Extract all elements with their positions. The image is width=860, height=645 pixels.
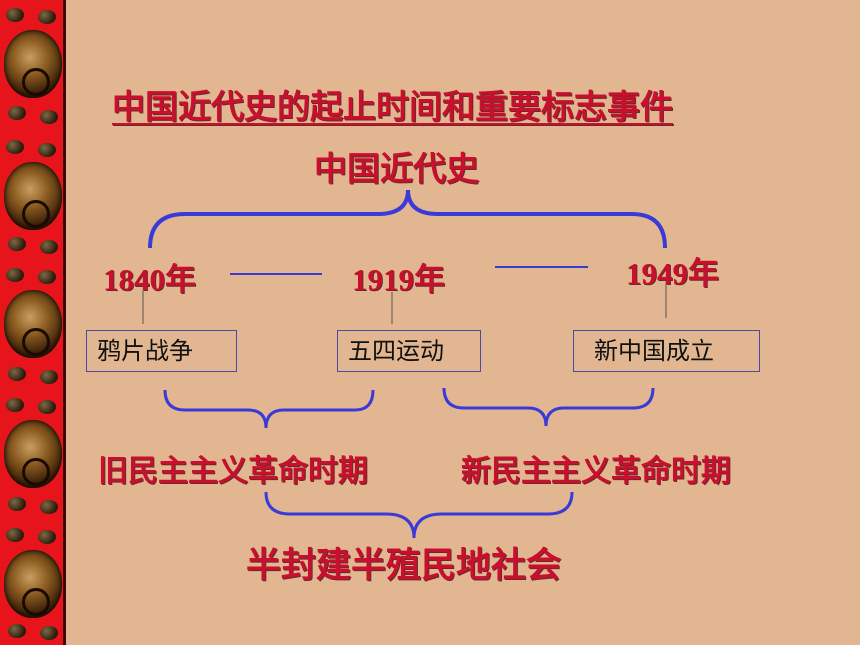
ornament-dot <box>40 240 58 254</box>
ornament-dot <box>6 398 24 412</box>
ornament-dot <box>6 8 24 22</box>
decorative-border <box>0 0 66 645</box>
ornament-dot <box>8 367 26 381</box>
semi-colonial-society: 半封建半殖民地社会 <box>246 546 562 586</box>
ornament-dot <box>38 530 56 544</box>
year-1919: 1919年 <box>352 262 445 297</box>
ornament-dot <box>6 268 24 282</box>
ornament-dot <box>40 110 58 124</box>
event-box-may-fourth: 五四运动 <box>337 330 481 372</box>
ornament-dot <box>38 270 56 284</box>
period-brace-right <box>442 387 655 427</box>
ornament-dot <box>38 400 56 414</box>
ornament-dot <box>38 143 56 157</box>
old-democratic-period: 旧民主主义革命时期 <box>98 454 368 489</box>
modern-history-label: 中国近代史 <box>314 149 479 188</box>
ornament-dot <box>40 370 58 384</box>
year-1840: 1840年 <box>103 262 196 297</box>
society-brace <box>264 491 574 539</box>
ornament-dot <box>6 140 24 154</box>
event-box-opium-war: 鸦片战争 <box>86 330 237 372</box>
ornament-dot <box>40 626 58 640</box>
lion-knocker-icon <box>4 420 62 488</box>
lion-knocker-icon <box>4 162 62 230</box>
ornament-dot <box>8 106 26 120</box>
year-1949: 1949年 <box>626 256 719 291</box>
lion-knocker-icon <box>4 290 62 358</box>
slide-title: 中国近代史的起止时间和重要标志事件 <box>112 87 673 126</box>
period-brace-left <box>163 389 375 429</box>
event-box-new-china: 新中国成立 <box>573 330 760 372</box>
ornament-dot <box>40 500 58 514</box>
ornament-dot <box>6 528 24 542</box>
lion-knocker-icon <box>4 30 62 98</box>
ornament-dot <box>38 10 56 24</box>
lion-knocker-icon <box>4 550 62 618</box>
new-democratic-period: 新民主主义革命时期 <box>461 454 731 489</box>
ornament-dot <box>8 237 26 251</box>
top-brace <box>148 189 667 249</box>
ornament-dot <box>8 624 26 638</box>
ornament-dot <box>8 497 26 511</box>
